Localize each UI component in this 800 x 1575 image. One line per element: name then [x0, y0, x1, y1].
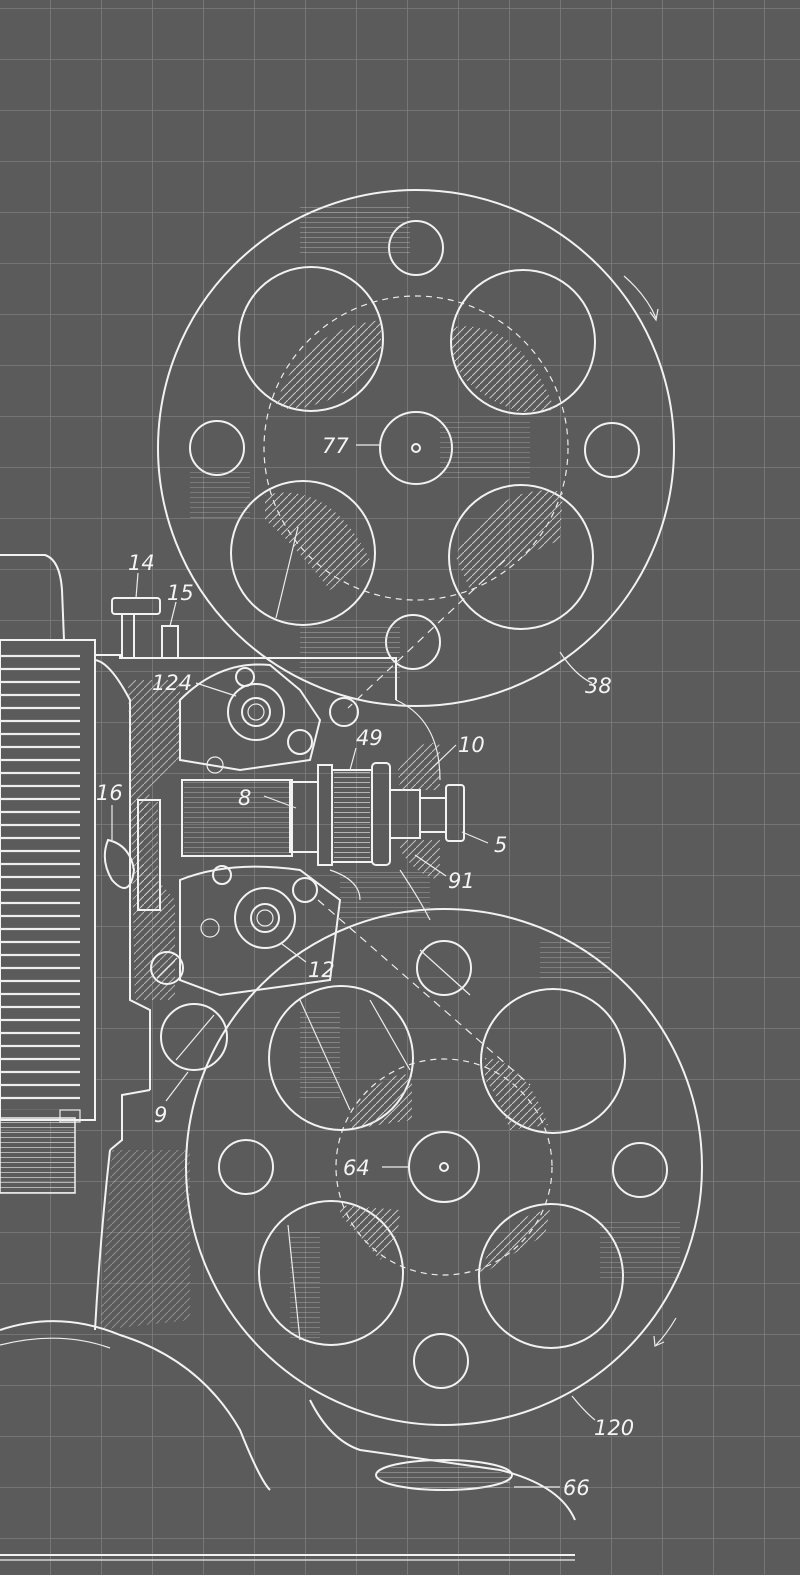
label-64: 64	[343, 1156, 370, 1180]
label-12: 12	[308, 958, 335, 982]
projector-body	[0, 554, 576, 1561]
label-124: 124	[152, 671, 192, 695]
label-38: 38	[585, 674, 612, 698]
leader-lines	[111, 572, 489, 1102]
upper-reel	[157, 189, 675, 707]
label-14: 14	[128, 551, 155, 575]
label-49: 49	[356, 726, 383, 750]
label-66: 66	[563, 1476, 590, 1500]
label-9: 9	[154, 1103, 167, 1127]
film-path-lower	[317, 899, 531, 1086]
label-91: 91	[448, 869, 475, 893]
label-16: 16	[96, 781, 123, 805]
film-path-upper	[347, 559, 506, 709]
reference-labels: 14 15 124 77 38 49 10 16 8 5 91 12 9 64 …	[96, 434, 634, 1500]
label-77: 77	[322, 434, 349, 458]
label-15: 15	[167, 581, 194, 605]
label-8: 8	[238, 786, 251, 810]
label-120: 120	[594, 1416, 634, 1440]
lower-reel	[185, 908, 703, 1488]
label-5: 5	[494, 833, 507, 857]
label-10: 10	[458, 733, 485, 757]
